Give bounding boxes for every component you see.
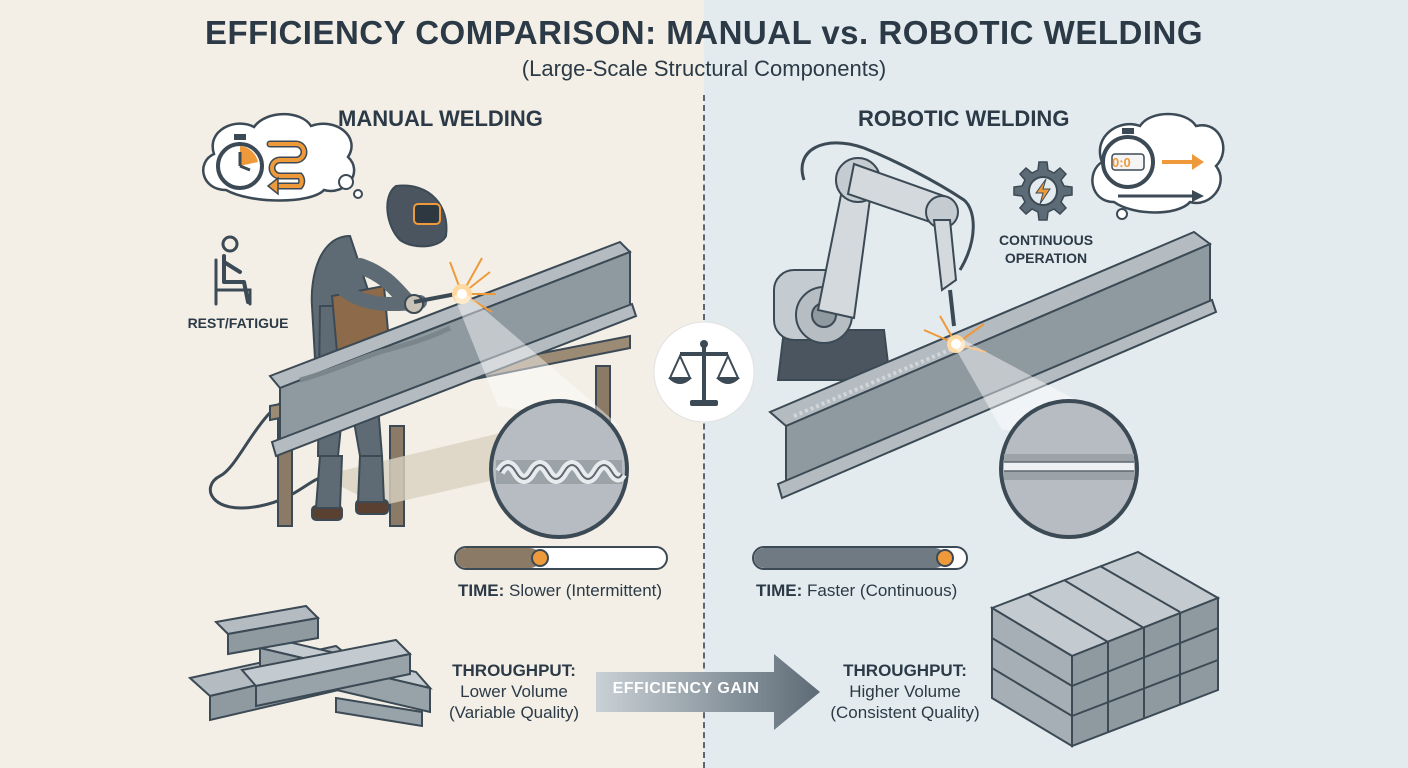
- robotic-beam-stack-illustration: [989, 550, 1221, 748]
- forward-arrows-icon: [1118, 154, 1204, 202]
- robotic-time-text: TIME: Faster (Continuous): [756, 581, 957, 601]
- balance-scale-icon: [653, 321, 755, 423]
- manual-weld-magnifier: [489, 399, 629, 539]
- continuous-operation-label: CONTINUOUS OPERATION: [990, 231, 1102, 267]
- rest-fatigue-label: REST/FATIGUE: [187, 315, 289, 331]
- manual-time-progress-bar: [454, 546, 668, 570]
- manual-time-progress-fill: [456, 548, 540, 568]
- efficiency-gain-label: EFFICIENCY GAIN: [612, 680, 760, 697]
- robotic-time-progress-fill: [754, 548, 945, 568]
- robotic-welding-illustration: [768, 141, 1218, 500]
- digital-timer-display: 0:0: [1112, 155, 1131, 170]
- robotic-time-progress-knob: [935, 549, 954, 567]
- page-subtitle: (Large-Scale Structural Components): [521, 56, 887, 81]
- robotic-throughput-line1: Higher Volume: [849, 682, 961, 701]
- manual-time-value: Slower (Intermittent): [509, 581, 663, 600]
- manual-throughput-key: THROUGHPUT:: [452, 661, 576, 680]
- robotic-time-value: Faster (Continuous): [807, 581, 958, 600]
- manual-throughput-line2: (Variable Quality): [448, 703, 580, 722]
- gear-lightning-icon: [1013, 161, 1073, 221]
- manual-throughput-block: THROUGHPUT: Lower Volume (Variable Quali…: [434, 660, 594, 723]
- manual-heading: MANUAL WELDING: [338, 106, 543, 131]
- robotic-weld-magnifier: [999, 399, 1139, 539]
- efficiency-gain-arrow: [596, 654, 820, 730]
- robotic-time-key: TIME:: [756, 581, 803, 600]
- robotic-throughput-block: THROUGHPUT: Higher Volume (Consistent Qu…: [820, 660, 990, 723]
- manual-time-progress-knob: [531, 549, 549, 567]
- robotic-time-progress-bar: [752, 546, 968, 570]
- manual-welding-illustration: [209, 184, 638, 527]
- resting-person-icon: [214, 235, 252, 306]
- robotic-heading: ROBOTIC WELDING: [858, 106, 1070, 131]
- continuous-line1: CONTINUOUS: [998, 232, 1094, 248]
- stopwatch-icon: [216, 134, 264, 190]
- page-title: EFFICIENCY COMPARISON: MANUAL vs. ROBOTI…: [204, 14, 1204, 51]
- manual-time-key: TIME:: [458, 581, 505, 600]
- manual-throughput-line1: Lower Volume: [460, 682, 568, 701]
- winding-arrow-icon: [266, 140, 308, 196]
- robotic-throughput-line2: (Consistent Quality): [830, 703, 980, 722]
- digital-timer-icon: [1101, 128, 1155, 189]
- robotic-throughput-key: THROUGHPUT:: [843, 661, 967, 680]
- manual-beam-pile-illustration: [187, 604, 433, 728]
- manual-time-text: TIME: Slower (Intermittent): [458, 581, 662, 601]
- continuous-line2: OPERATION: [1004, 250, 1088, 266]
- center-divider: [703, 95, 705, 768]
